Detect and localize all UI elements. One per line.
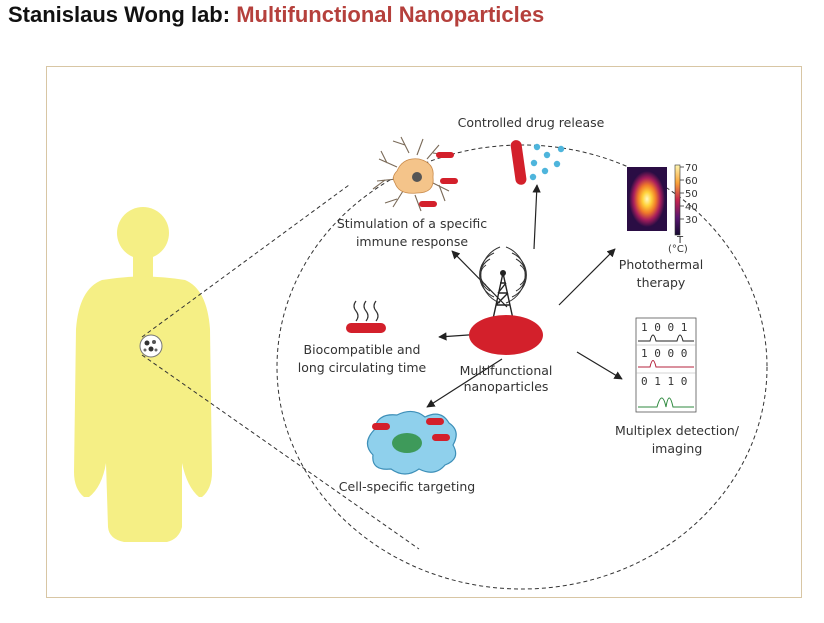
nanoparticle-diagram: Multifunctional nanoparticles Controlled… — [74, 115, 768, 590]
barcode-3: 0 1 1 0 — [641, 375, 687, 388]
thermal-image-icon — [627, 164, 684, 236]
immune-cell-icon — [372, 136, 458, 212]
thermal-unit-t: T — [676, 235, 684, 246]
label-biocompat-2: long circulating time — [298, 360, 427, 375]
drug-release-icon — [510, 140, 565, 185]
center-label-line-2: nanoparticles — [464, 379, 549, 394]
label-biocompat-1: Biocompatible and — [304, 342, 421, 357]
label-drug-release: Controlled drug release — [458, 115, 605, 130]
thermal-tick-40: 40 — [685, 202, 698, 213]
title-prefix: Stanislaus Wong lab: — [8, 2, 237, 27]
label-targeting: Cell-specific targeting — [339, 479, 475, 494]
thermal-tick-50: 50 — [685, 189, 698, 200]
label-photothermal-2: therapy — [637, 275, 686, 290]
barcode-2: 1 0 0 0 — [641, 347, 687, 360]
function-arrows — [426, 184, 623, 408]
nanoparticle-antenna-icon — [479, 246, 527, 320]
label-photothermal-1: Photothermal — [619, 257, 703, 272]
label-multiplex-2: imaging — [652, 441, 703, 456]
title-accent: Multifunctional Nanoparticles — [236, 2, 545, 27]
label-immune-2: immune response — [356, 234, 468, 249]
thermal-tick-60: 60 — [685, 176, 698, 187]
zoom-lines — [141, 184, 420, 550]
figure-frame: Multifunctional nanoparticles Controlled… — [46, 66, 802, 598]
thermal-tick-70: 70 — [685, 163, 698, 174]
thermal-tick-30: 30 — [685, 215, 698, 226]
page-title: Stanislaus Wong lab: Multifunctional Nan… — [8, 2, 544, 28]
label-multiplex-1: Multiplex detection/ — [615, 423, 740, 438]
zoom-circle — [276, 144, 768, 590]
human-body-silhouette — [74, 207, 212, 542]
center-label-line-1: Multifunctional — [460, 363, 553, 378]
central-nanoparticle — [469, 315, 543, 355]
label-immune-1: Stimulation of a specific — [337, 216, 487, 231]
barcode-1: 1 0 0 1 — [641, 321, 687, 334]
body-nanoparticle-spot-icon — [139, 334, 163, 358]
target-cell-icon — [366, 410, 457, 475]
warm-nanoparticle-icon — [346, 300, 386, 333]
multiplex-spectra-icon — [635, 317, 697, 413]
thermal-unit-celsius: (°C) — [668, 244, 688, 255]
